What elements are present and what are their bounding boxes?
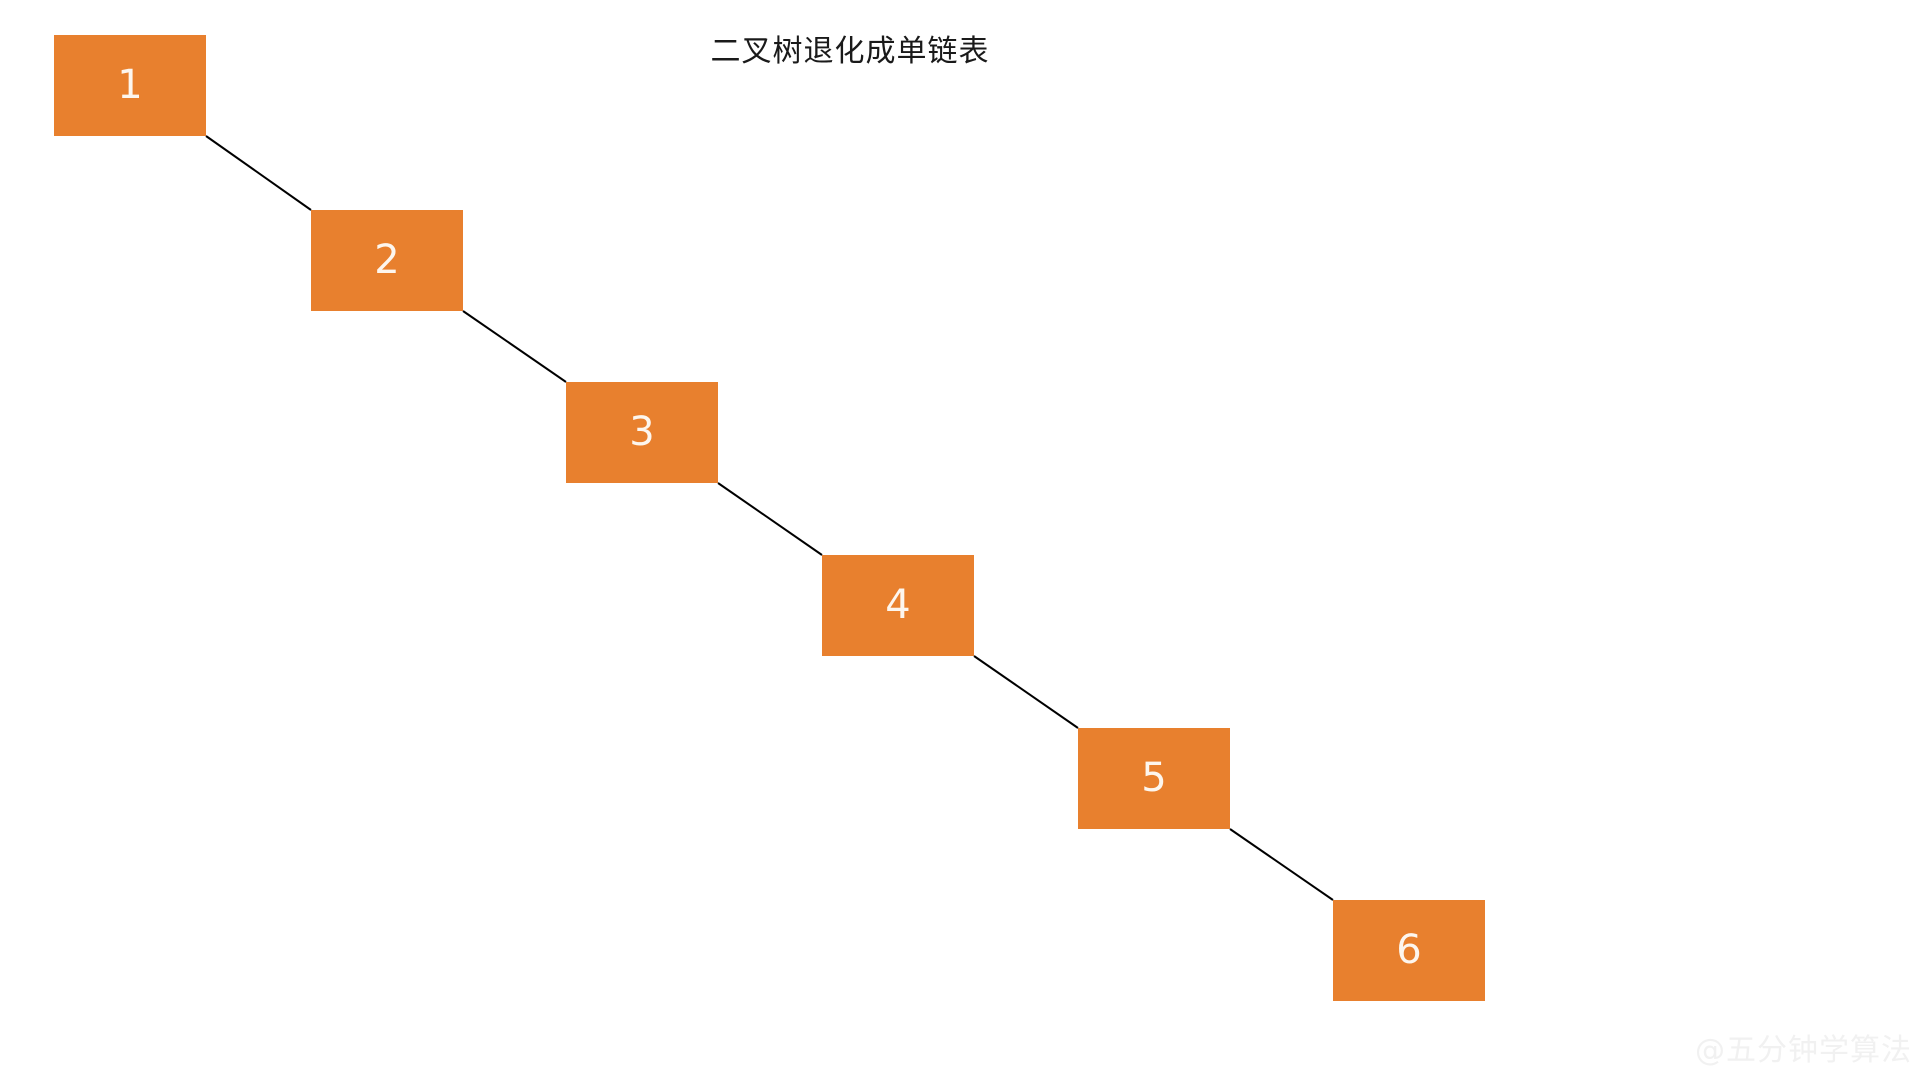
page-title: 二叉树退化成单链表 (710, 34, 990, 69)
watermark: @五分钟学算法 (1695, 1033, 1912, 1068)
tree-edge-n5-n6 (1229, 828, 1334, 901)
tree-node-1[interactable]: 1 (54, 35, 206, 136)
tree-node-label: 3 (629, 408, 655, 455)
tree-node-label: 5 (1141, 754, 1167, 801)
tree-node-2[interactable]: 2 (311, 210, 463, 311)
tree-node-3[interactable]: 3 (566, 382, 718, 483)
tree-edge-n3-n4 (717, 482, 823, 556)
tree-edge-n1-n2 (205, 135, 312, 211)
tree-edge-n4-n5 (973, 655, 1079, 729)
tree-node-label: 6 (1396, 926, 1422, 973)
tree-node-label: 2 (374, 236, 400, 283)
tree-node-6[interactable]: 6 (1333, 900, 1485, 1001)
tree-node-4[interactable]: 4 (822, 555, 974, 656)
tree-node-5[interactable]: 5 (1078, 728, 1230, 829)
tree-node-label: 4 (885, 581, 911, 628)
tree-node-label: 1 (117, 61, 143, 108)
tree-edge-n2-n3 (462, 310, 567, 383)
